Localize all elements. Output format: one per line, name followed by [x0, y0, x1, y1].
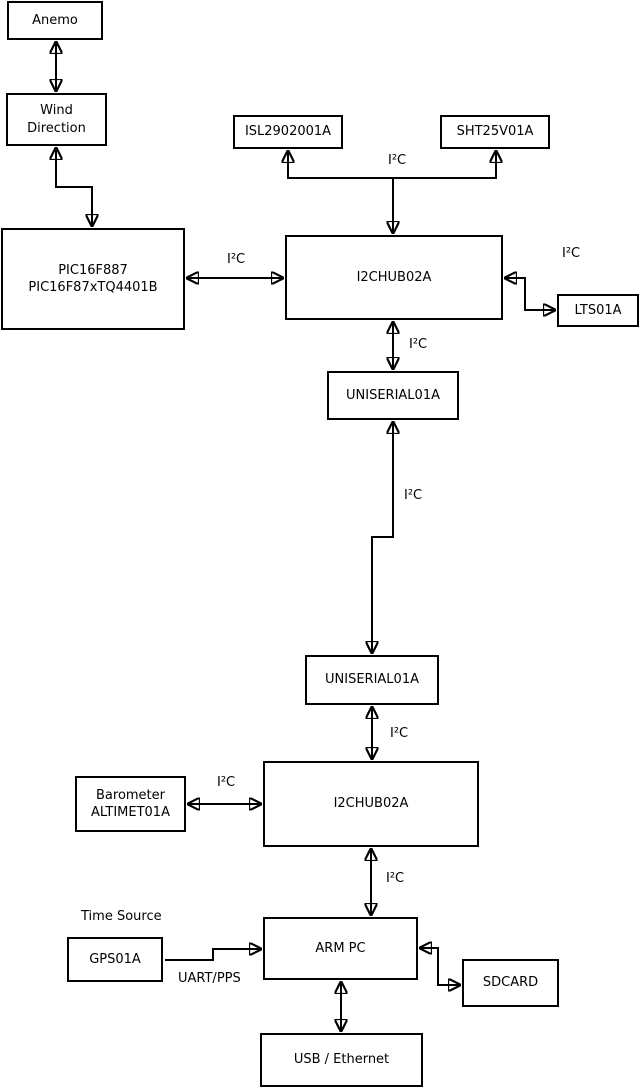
- connector-gps-armpc: [165, 949, 261, 961]
- node-wind-direction: Wind Direction: [6, 93, 107, 146]
- edge-label-i2c-hub2-armpc: I²C: [386, 871, 405, 886]
- edge-label-i2c-pic-hub1: I²C: [227, 252, 246, 267]
- connector-armpc-sdcard: [420, 948, 460, 985]
- connector-i2chub1-lts: [505, 278, 555, 310]
- node-i2c-hub-2: I2CHUB02A: [263, 761, 479, 847]
- node-pic-mcu: PIC16F887 PIC16F87xTQ4401B: [1, 228, 185, 330]
- edge-label-i2c-sensors-top: I²C: [388, 153, 407, 168]
- connector-uniserial1-uniserial2: [372, 422, 393, 653]
- edge-label-i2c-uniserial-link: I²C: [404, 488, 423, 503]
- node-sdcard: SDCARD: [462, 959, 559, 1007]
- node-usb-ethernet: USB / Ethernet: [260, 1033, 423, 1087]
- edge-label-i2c-hub1-lts: I²C: [562, 246, 581, 261]
- edge-label-i2c-uniserial2-hub2: I²C: [390, 726, 409, 741]
- edge-label-i2c-hub1-uniserial1: I²C: [409, 337, 428, 352]
- node-arm-pc: ARM PC: [263, 917, 418, 980]
- node-barometer: Barometer ALTIMET01A: [75, 776, 186, 832]
- node-gps: GPS01A: [67, 937, 163, 982]
- edge-label-uart-pps: UART/PPS: [178, 971, 241, 986]
- node-isl-sensor: ISL2902001A: [233, 115, 343, 149]
- edge-label-i2c-barometer-hub2: I²C: [217, 775, 236, 790]
- connector-winddirection-pic: [56, 148, 92, 226]
- node-uniserial-1: UNISERIAL01A: [327, 371, 459, 420]
- node-anemo: Anemo: [7, 1, 103, 40]
- node-uniserial-2: UNISERIAL01A: [305, 655, 439, 705]
- node-lts-sensor: LTS01A: [557, 294, 639, 327]
- edge-label-time-source: Time Source: [81, 909, 162, 924]
- node-i2c-hub-1: I2CHUB02A: [285, 235, 503, 320]
- node-sht-sensor: SHT25V01A: [440, 115, 550, 149]
